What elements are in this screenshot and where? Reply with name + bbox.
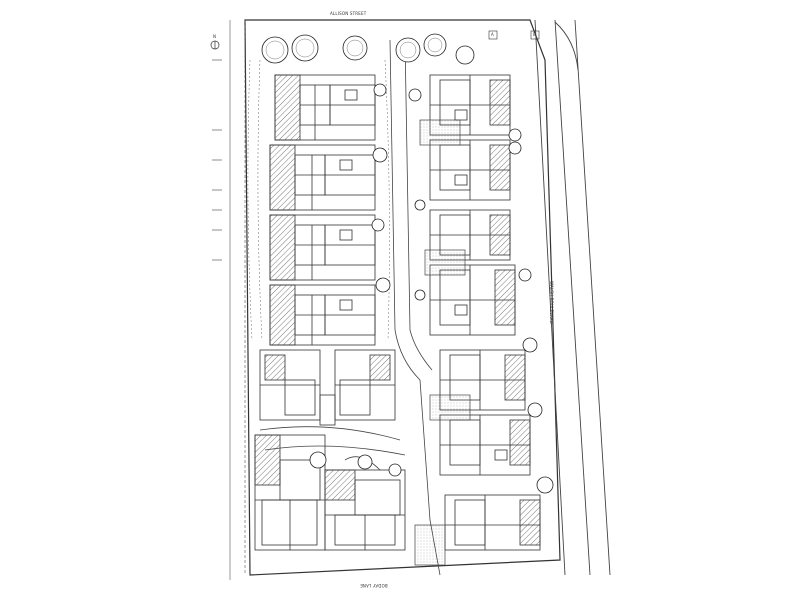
tree-scallops: [265, 37, 443, 60]
dwelling-bottom-left-1: [254, 434, 326, 551]
dwelling-right-7: [444, 494, 541, 551]
dwelling-left-2: [269, 144, 376, 211]
grid-marker-b: B: [533, 32, 536, 37]
street-label-top: ALLISON STREET: [330, 11, 367, 16]
dwelling-right-5: [439, 349, 526, 411]
left-boundary-notches: [229, 20, 246, 580]
landscape-strips: [247, 59, 390, 341]
dwelling-left-3: [269, 214, 376, 281]
dwelling-right-6: [439, 414, 531, 476]
grid-marker-circles: [488, 30, 540, 40]
street-label-right: WALSH BOULEVARD: [549, 280, 555, 325]
dwelling-bottom-left-2: [324, 469, 406, 551]
dwelling-left-1: [274, 74, 376, 141]
dwelling-right-1: [429, 74, 511, 136]
dwelling-left-4: [269, 284, 376, 346]
dwelling-right-2: [429, 139, 511, 201]
site-boundary: [244, 19, 561, 576]
boulevard-road-lines: [534, 19, 611, 576]
margin-annotation-ticks: [212, 59, 222, 261]
garage-stalls: [414, 119, 471, 566]
north-marker-label: N: [213, 34, 217, 39]
trees: [261, 33, 554, 494]
dwelling-right-3: [429, 209, 511, 261]
dwelling-middle-pair: [259, 349, 396, 426]
grid-marker-a: A: [491, 32, 494, 37]
dwelling-right-4: [429, 264, 516, 336]
street-label-bottom: BODAY LANE: [360, 583, 388, 588]
north-arrow-icon: [210, 40, 220, 50]
